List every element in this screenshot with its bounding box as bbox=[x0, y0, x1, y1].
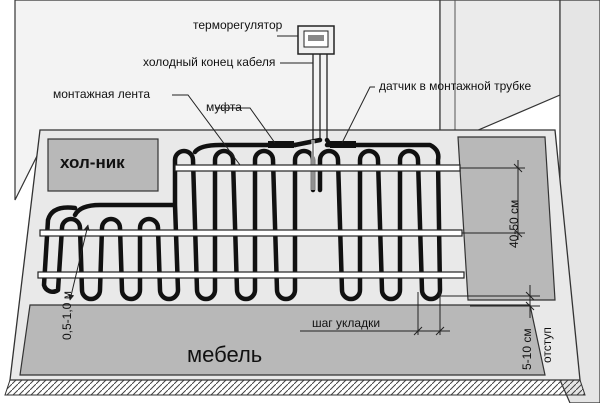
label-spacing-05-10: 0,5-1,0 м bbox=[60, 291, 74, 340]
coupling-left bbox=[268, 141, 294, 148]
furniture-block bbox=[19, 304, 546, 376]
label-thermostat: терморегулятор bbox=[193, 18, 283, 32]
fridge-block bbox=[47, 138, 159, 192]
side-strip-block bbox=[457, 136, 556, 301]
label-sensor: датчик в монтажной трубке bbox=[379, 79, 532, 93]
label-spacing-40-50: 40-50 см bbox=[507, 199, 521, 248]
thermostat-device bbox=[297, 25, 335, 190]
label-mounting-tape: монтажная лента bbox=[53, 87, 151, 101]
leader-lines bbox=[172, 35, 375, 166]
label-step: шаг укладки bbox=[312, 316, 381, 330]
coupling-right bbox=[330, 141, 356, 148]
heating-cable bbox=[41, 137, 443, 302]
label-indent: отступ bbox=[540, 327, 554, 363]
label-fridge: хол-ник bbox=[60, 153, 125, 172]
label-furniture: мебель bbox=[187, 342, 263, 367]
label-spacing-5-10: 5-10 см bbox=[520, 328, 534, 370]
label-coupling: муфта bbox=[206, 100, 242, 114]
dimension-lines bbox=[68, 160, 540, 336]
label-cold-end: холодный конец кабеля bbox=[143, 55, 276, 69]
